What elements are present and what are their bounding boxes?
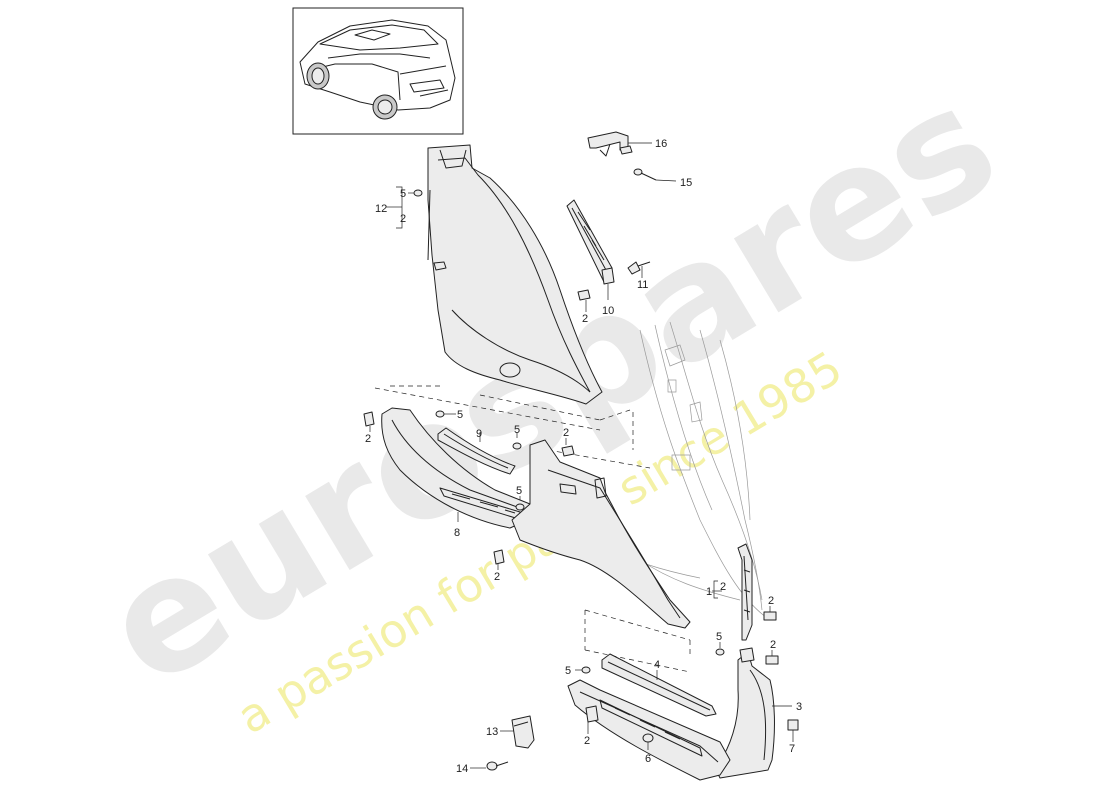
leader-lines (369, 142, 794, 769)
callout-2: 2 (563, 427, 569, 439)
screw-icon (642, 733, 654, 743)
part-4-scuff-plate (601, 653, 717, 717)
callout-5: 5 (514, 424, 520, 436)
part-9-scuff-plate (437, 427, 516, 475)
callout-2: 2 (365, 433, 371, 445)
callout-16: 16 (655, 138, 667, 150)
nut-icon (413, 189, 423, 197)
callout-5: 5 (516, 485, 522, 497)
callout-8: 8 (454, 527, 460, 539)
callout-2: 2 (768, 595, 774, 607)
callout-2: 2 (582, 313, 588, 325)
clip-icon (363, 411, 375, 427)
part-10-bracket (566, 199, 615, 285)
callout-3: 3 (796, 701, 802, 713)
callout-5: 5 (565, 665, 571, 677)
vehicle-thumbnail (292, 7, 464, 135)
nut-icon (512, 442, 522, 450)
callout-1: 1 (706, 586, 712, 598)
lower-pillar-panel (511, 439, 691, 629)
nut-icon (715, 648, 725, 656)
part-16-bracket (587, 131, 633, 157)
clip-icon (561, 445, 575, 457)
nut-icon (435, 410, 445, 418)
part-11-clip (627, 261, 651, 275)
callout-13: 13 (486, 726, 498, 738)
part-15-screw (633, 168, 657, 181)
fasteners (363, 189, 799, 771)
callout-7: 7 (789, 743, 795, 755)
callout-12: 12 (375, 203, 387, 215)
part-3-sill-corner-trim (714, 647, 775, 779)
callout-9: 9 (476, 428, 482, 440)
callout-14: 14 (456, 763, 468, 775)
car-suv-icon (299, 19, 456, 120)
callout-2: 2 (770, 639, 776, 651)
callout-2: 2 (584, 735, 590, 747)
callout-10: 10 (602, 305, 614, 317)
callout-5: 5 (716, 631, 722, 643)
callout-1-bracket (713, 580, 718, 599)
screw-shaft (495, 761, 509, 767)
callout-2: 2 (494, 571, 500, 583)
clip-icon (577, 289, 591, 301)
part-12-pillar-trim-upper (427, 144, 603, 405)
nut-icon (581, 666, 591, 674)
clip-icon (765, 655, 779, 665)
nut-icon (515, 503, 525, 511)
clip-icon (493, 549, 505, 565)
screw-icon (486, 761, 498, 771)
clip-icon (585, 705, 599, 723)
callout-2: 2 (400, 213, 406, 225)
cap-icon (787, 719, 799, 731)
front-sill-trim (567, 679, 731, 781)
callout-labels: 12 5 2 16 15 11 10 2 2 5 9 5 2 5 8 2 1 2… (365, 138, 802, 775)
callout-5: 5 (400, 188, 406, 200)
part-13-bracket (511, 715, 535, 749)
clip-icon (763, 611, 777, 621)
watermark: eurospares a passion for parts since 198… (75, 50, 1026, 744)
callout-15: 15 (680, 177, 692, 189)
callout-4: 4 (654, 659, 660, 671)
callout-1-sub-2: 2 (720, 581, 726, 593)
part-1-pillar-strip (737, 543, 753, 641)
callout-11: 11 (637, 279, 648, 291)
callout-6: 6 (645, 753, 651, 765)
assembly-dashed-lines (374, 385, 691, 673)
callout-5: 5 (457, 409, 463, 421)
